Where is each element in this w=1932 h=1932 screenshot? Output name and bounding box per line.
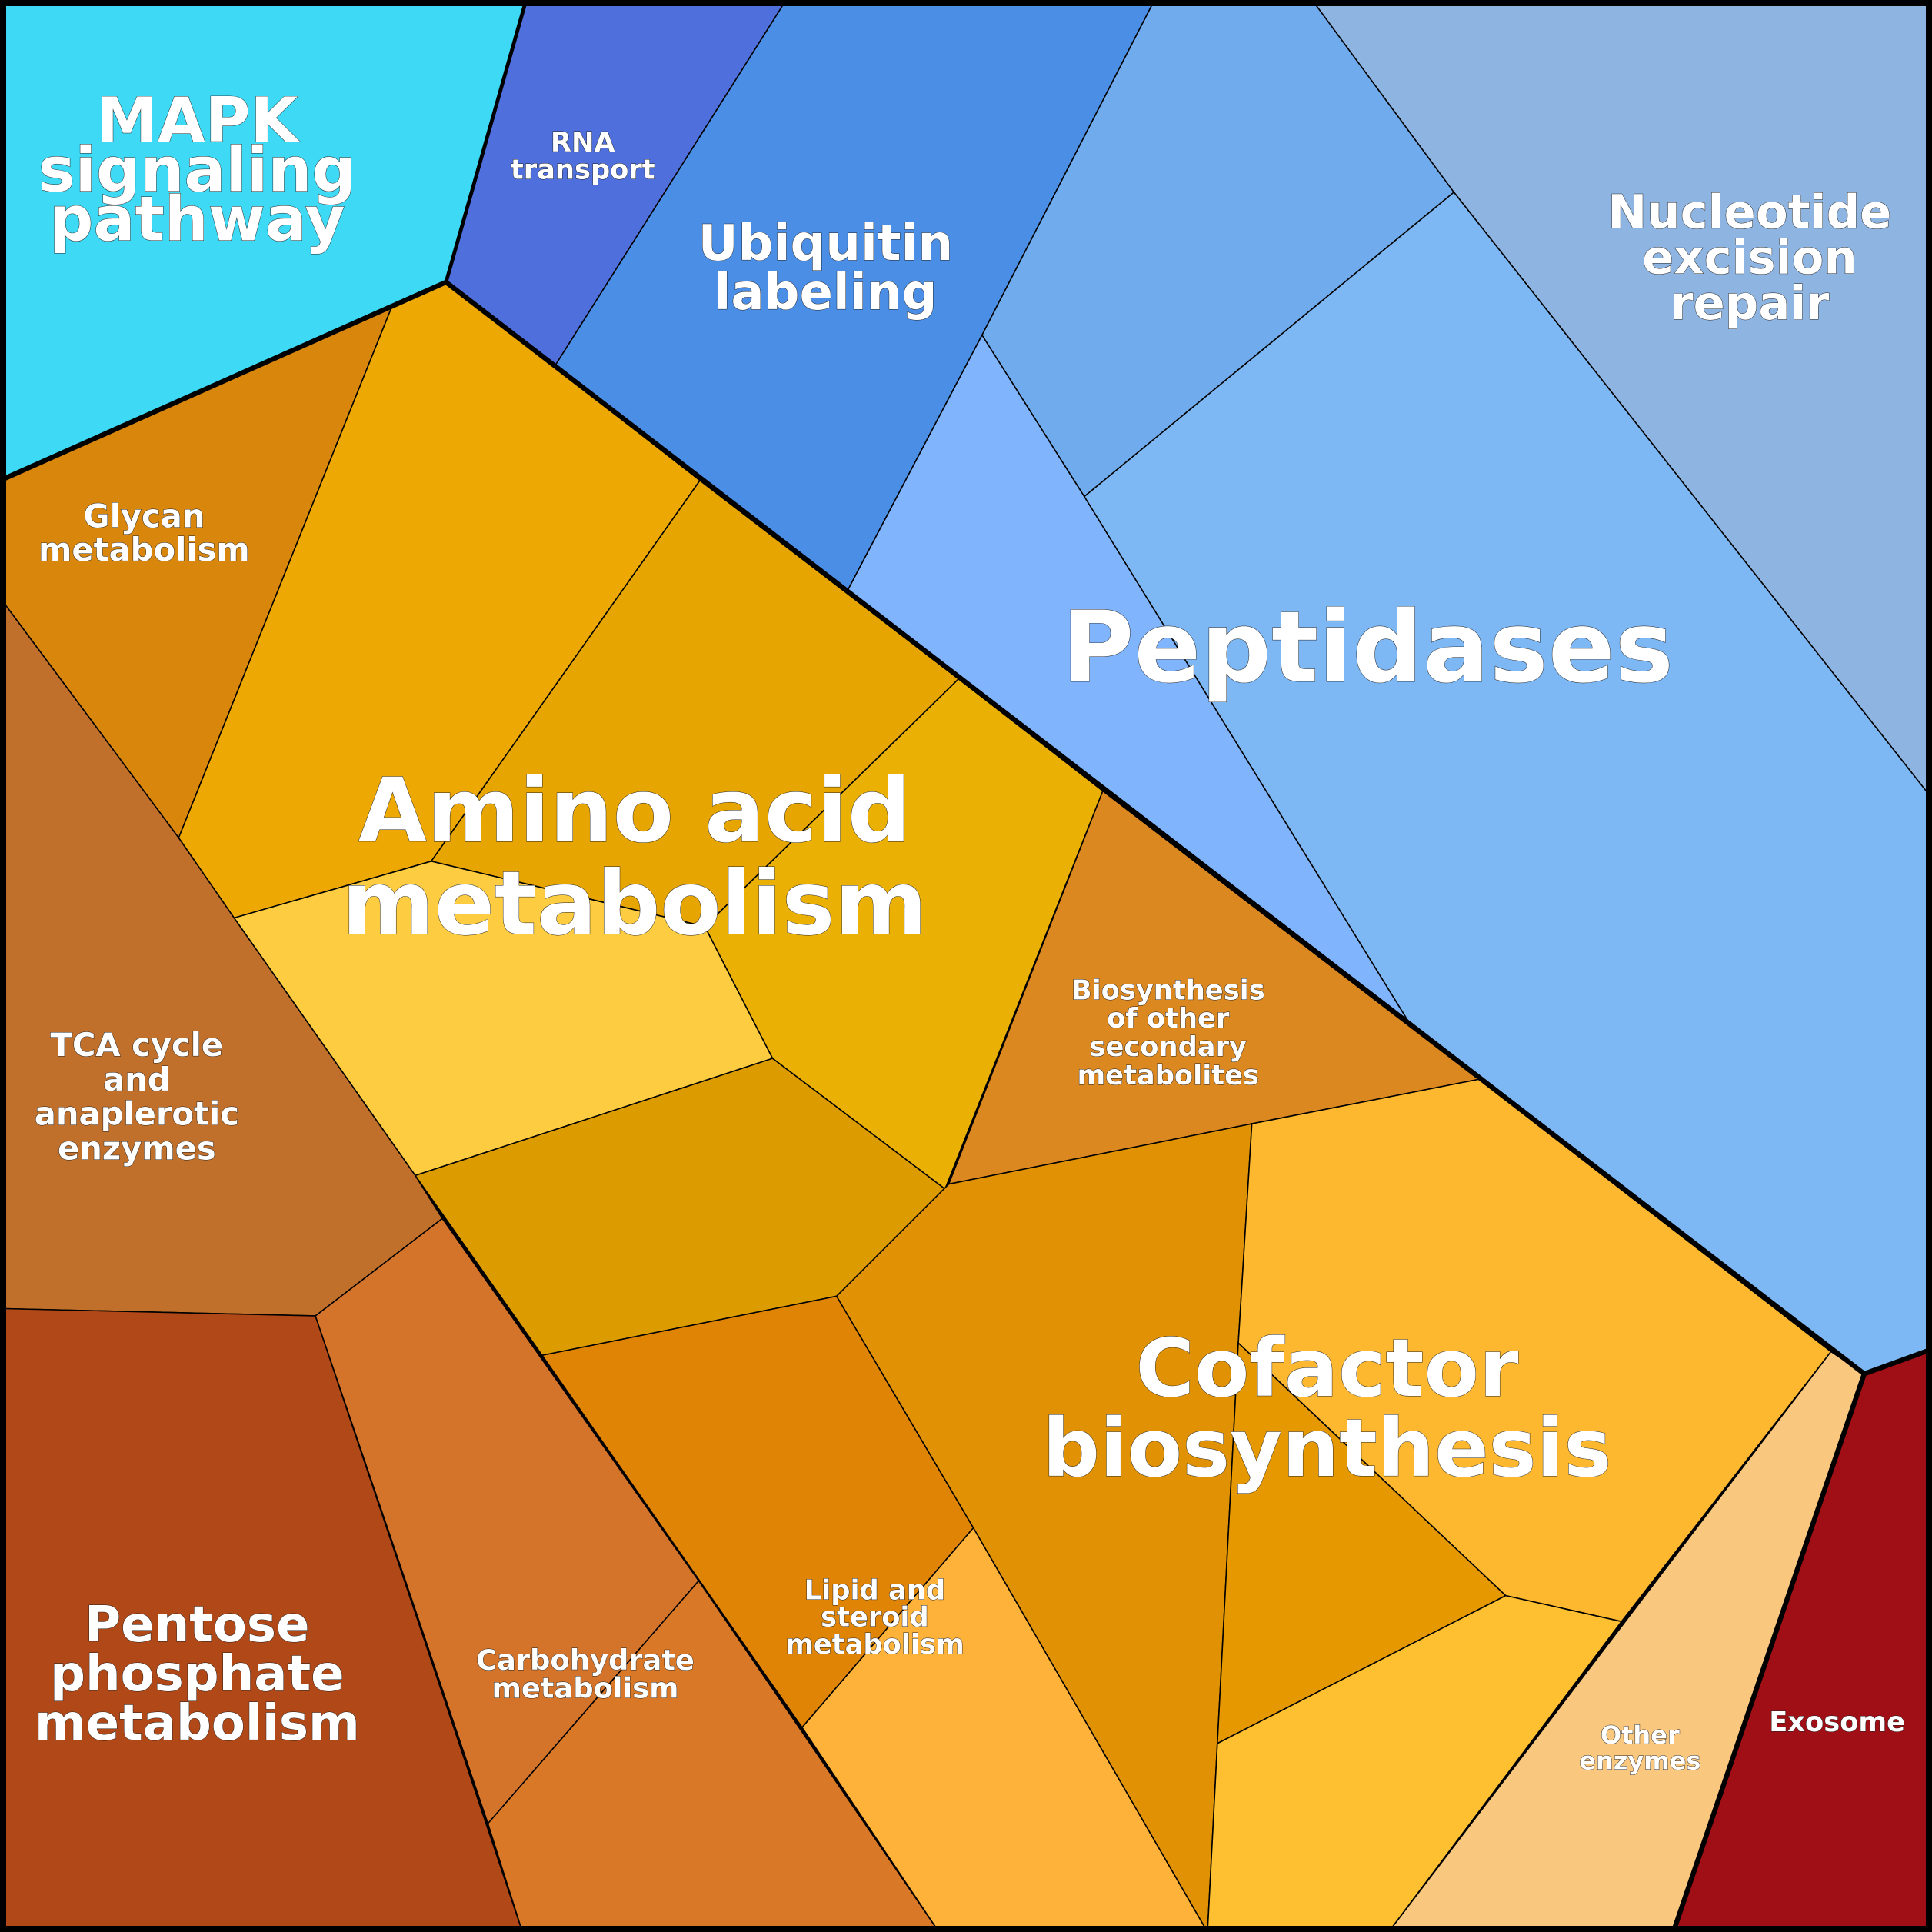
- label-line: signaling: [38, 134, 356, 205]
- label-line: metabolism: [342, 852, 928, 955]
- label-line: Ubiquitin: [698, 215, 954, 272]
- boundary-line: [444, 0, 528, 283]
- cell-ner[interactable]: [1311, 0, 1932, 800]
- label-line: enzymes: [58, 1130, 216, 1168]
- label-line: MAPK: [96, 85, 300, 156]
- label-line: metabolism: [785, 1629, 964, 1661]
- label-line: secondary: [1090, 1031, 1247, 1063]
- label-line: repair: [1670, 276, 1829, 331]
- label-line: enzymes: [1579, 1747, 1700, 1776]
- label-line: anaplerotic: [35, 1095, 239, 1133]
- label-line: metabolism: [38, 531, 250, 568]
- label-line: Lipid and: [804, 1574, 945, 1606]
- label-line: Amino acid: [358, 760, 911, 863]
- label-exo: Exosome: [1769, 1707, 1905, 1738]
- label-line: of other: [1107, 1003, 1230, 1034]
- cell-cofactor[interactable]: [1207, 1594, 1623, 1932]
- label-line: TCA cycle: [50, 1026, 223, 1064]
- label-line: RNA: [551, 127, 616, 158]
- label-line: biosynthesis: [1042, 1401, 1611, 1495]
- label-line: labeling: [714, 265, 937, 321]
- label-line: Peptidases: [1062, 591, 1674, 705]
- label-line: Biosynthesis: [1071, 974, 1265, 1006]
- label-line: metabolism: [491, 1672, 678, 1705]
- label-line: Cofactor: [1135, 1321, 1519, 1415]
- boundary-line: [444, 280, 1866, 1376]
- label-line: excision: [1642, 231, 1857, 285]
- boundary-line: [1671, 1373, 1867, 1932]
- cell-lipid[interactable]: [801, 1527, 1208, 1932]
- label-line: and: [103, 1061, 171, 1098]
- label-line: metabolism: [35, 1695, 360, 1752]
- label-pept: Peptidases: [1062, 591, 1674, 705]
- label-line: Nucleotide: [1607, 185, 1891, 239]
- label-line: steroid: [821, 1602, 929, 1634]
- label-line: Exosome: [1769, 1707, 1905, 1738]
- cell-pentose[interactable]: [0, 1307, 524, 1932]
- boundary-line: [1863, 1347, 1932, 1377]
- label-line: Glycan: [83, 498, 205, 535]
- label-line: Pentose: [85, 1597, 309, 1654]
- boundary-line: [0, 279, 448, 483]
- label-line: transport: [511, 154, 655, 185]
- cell-carb[interactable]: [487, 1580, 940, 1932]
- label-line: Carbohydrate: [476, 1644, 695, 1677]
- label-line: phosphate: [50, 1646, 344, 1703]
- label-line: metabolites: [1077, 1060, 1259, 1091]
- label-line: Other: [1601, 1720, 1680, 1750]
- label-line: pathway: [49, 183, 345, 255]
